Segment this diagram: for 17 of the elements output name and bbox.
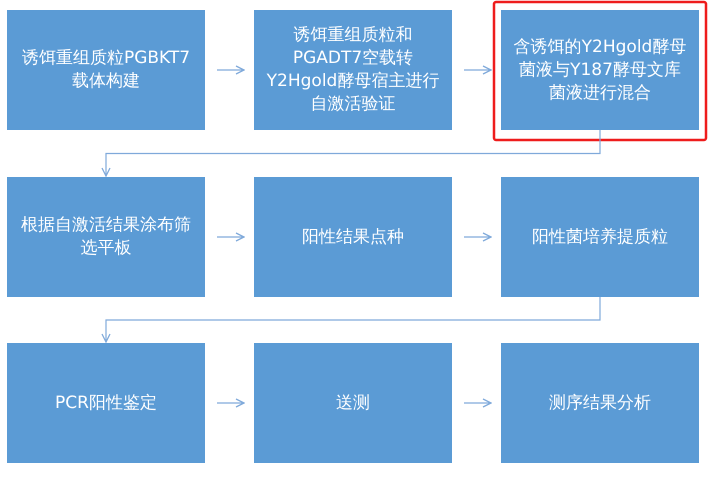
process-box: 根据自激活结果涂布筛选平板 [7, 177, 205, 297]
arrow [217, 65, 245, 75]
process-box: 阳性菌培养提质粒 [501, 177, 699, 297]
process-box: 测序结果分析 [501, 343, 699, 463]
arrow [464, 398, 492, 408]
arrow [217, 398, 245, 408]
process-box: 阳性结果点种 [254, 177, 452, 297]
process-box: 诱饵重组质粒和PGADT7空载转Y2Hgold酵母宿主进行自激活验证 [254, 10, 452, 130]
arrow [217, 232, 245, 242]
arrow [464, 65, 492, 75]
process-box: 诱饵重组质粒PGBKT7载体构建 [7, 10, 205, 130]
arrow [464, 232, 492, 242]
process-box: 含诱饵的Y2Hgold酵母菌液与Y187酵母文库菌液进行混合 [501, 10, 699, 130]
process-box: 送测 [254, 343, 452, 463]
arrow [101, 297, 601, 343]
process-box: PCR阳性鉴定 [7, 343, 205, 463]
arrow [101, 130, 601, 177]
